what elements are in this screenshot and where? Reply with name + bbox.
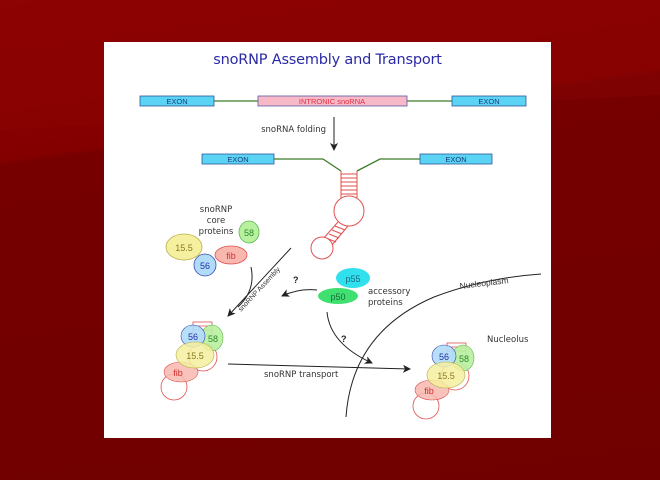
exon-label-right: EXON <box>478 97 499 106</box>
assembly-question-mark: ? <box>293 275 299 285</box>
core-proteins-label-line1: snoRNP <box>200 205 232 215</box>
protein-15-5-label: 15.5 <box>437 371 455 381</box>
assembled-complex: fib 58 56 15.5 <box>160 321 224 401</box>
protein-fib <box>214 245 248 265</box>
protein-58-label: 58 <box>459 354 469 364</box>
slide-figure-panel: snoRNP Assembly and Transport EXON INTRO… <box>104 42 551 438</box>
accessory-to-assembly-arrow <box>281 289 318 297</box>
accessory-proteins-group: p55 p50 accessory proteins <box>318 268 410 308</box>
protein-fib-label: fib <box>173 368 183 378</box>
gene-row: EXON INTRONIC snoRNA EXON <box>139 95 527 107</box>
protein-p55-label: p55 <box>345 274 360 284</box>
protein-58 <box>238 220 260 244</box>
intronic-snorna-box <box>257 95 408 107</box>
exon-label-left: EXON <box>227 155 248 164</box>
protein-fib-label: fib <box>424 386 434 396</box>
snornp-diagram: EXON INTRONIC snoRNA EXON snoRNA folding… <box>139 95 542 420</box>
linker-line <box>274 158 342 172</box>
accessory-to-nucleolus-arrow <box>326 311 373 364</box>
protein-56-label: 56 <box>439 352 449 362</box>
transport-label: snoRNP transport <box>264 370 339 380</box>
protein-56 <box>193 253 217 277</box>
core-merge-curve <box>237 266 253 308</box>
intronic-snorna-label: INTRONIC snoRNA <box>299 97 365 106</box>
rna-terminal-loop <box>310 236 334 260</box>
protein-p50-label: p50 <box>330 292 345 302</box>
transport-arrow <box>227 363 411 373</box>
protein-15-5 <box>175 341 215 369</box>
protein-56-label: 56 <box>200 261 210 271</box>
folded-snorna: EXON EXON <box>201 153 493 260</box>
exon-box-right <box>451 95 527 107</box>
nucleolus-boundary <box>345 273 542 418</box>
core-proteins-group: snoRNP core proteins 58 15.5 56 fib <box>165 205 260 277</box>
exon-label-right: EXON <box>445 155 466 164</box>
protein-15-5 <box>426 361 466 389</box>
rna-stem <box>340 171 358 198</box>
accessory-question-mark: ? <box>341 334 347 344</box>
protein-p50 <box>318 288 358 304</box>
figure-title: snoRNP Assembly and Transport <box>213 52 442 68</box>
linker-line <box>356 158 420 172</box>
protein-15-5-label: 15.5 <box>186 351 204 361</box>
nucleolar-complex: fib 58 56 15.5 <box>412 342 475 420</box>
protein-15-5-label: 15.5 <box>175 243 193 253</box>
accessory-label-line2: proteins <box>368 298 403 308</box>
protein-58-label: 58 <box>244 228 254 238</box>
folding-step-label: snoRNA folding <box>261 125 326 135</box>
core-proteins-label-line3: proteins <box>199 227 234 237</box>
core-proteins-label-line2: core <box>207 216 225 226</box>
assembly-arrow <box>227 247 292 317</box>
assembly-label: snoRNP Assembly <box>237 266 282 313</box>
accessory-label-line1: accessory <box>368 287 410 297</box>
protein-56-label: 56 <box>188 332 198 342</box>
nucleolus-label: Nucleolus <box>487 335 529 345</box>
protein-p55 <box>336 268 370 288</box>
nucleoplasm-label: Nucleoplasm <box>459 275 509 291</box>
rna-loop <box>333 195 365 227</box>
protein-15-5 <box>165 233 203 261</box>
protein-58-label: 58 <box>208 334 218 344</box>
exon-label-left: EXON <box>166 97 187 106</box>
protein-fib-label: fib <box>226 251 236 261</box>
exon-box-left <box>139 95 215 107</box>
